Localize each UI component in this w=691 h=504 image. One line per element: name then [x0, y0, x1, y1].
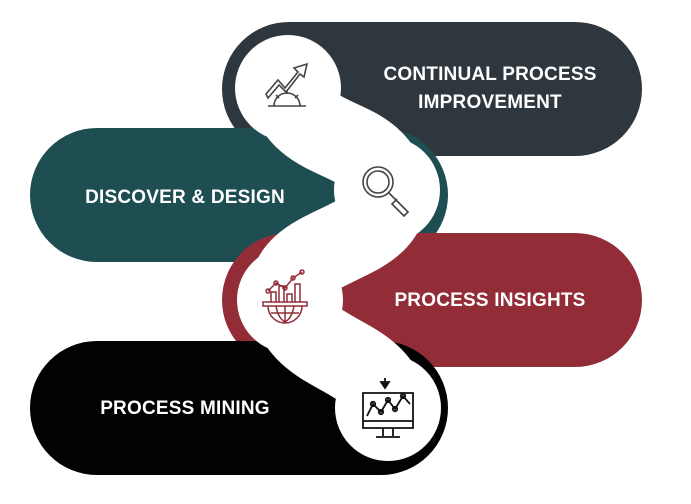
- connector-path: [248, 48, 428, 448]
- growth-gear-icon: [265, 62, 309, 107]
- icon-circle-4: [335, 355, 441, 461]
- label-process-mining: PROCESS MINING: [100, 398, 270, 419]
- monitor-chart-icon: [362, 378, 414, 438]
- label-line-1: CONTINUAL PROCESS: [383, 64, 597, 85]
- label-line-2: IMPROVEMENT: [418, 92, 562, 113]
- icon-circle-1: [235, 35, 341, 141]
- label-process-insights: PROCESS INSIGHTS: [394, 290, 586, 311]
- icon-circle-3: [237, 247, 343, 353]
- label-continual-improvement: CONTINUAL PROCESS IMPROVEMENT: [345, 61, 635, 117]
- chart-globe-icon: [262, 269, 308, 324]
- label-discover-design: DISCOVER & DESIGN: [85, 187, 285, 208]
- magnifier-icon: [362, 166, 410, 218]
- icon-circle-2: [334, 137, 440, 243]
